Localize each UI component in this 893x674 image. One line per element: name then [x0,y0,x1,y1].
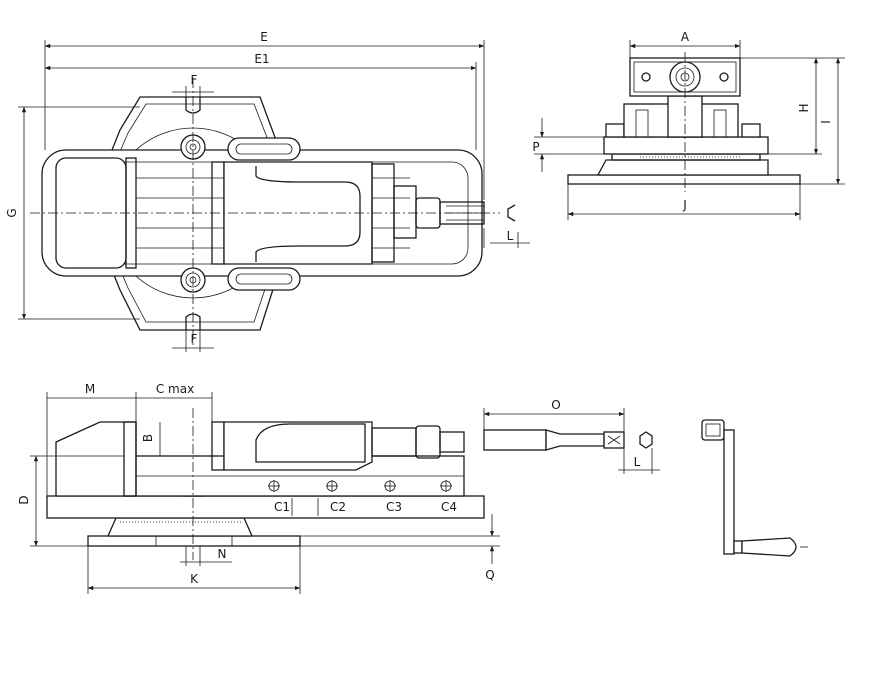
t-slot-notch-top [185,97,201,114]
top-view: E E1 F F G C L [5,30,530,352]
label-m: M [85,382,95,396]
side-swivel [106,517,254,537]
label-c4: C4 [441,500,457,514]
label-f-top: F [191,73,198,87]
crank-grip-collar [733,540,743,554]
label-e1: E1 [254,52,269,66]
label-l: L [634,455,641,469]
crank-handle [701,419,808,557]
side-main-body [46,495,485,519]
label-c3: C3 [386,500,402,514]
label-l-top: L [507,229,514,243]
clamp-slot-bottom-inner [235,273,293,285]
side-view: C1 C2 C3 C4 M C max B D Q N [17,382,500,594]
side-fixed-jaw-plate [123,421,137,497]
label-cmax: C max [156,382,194,396]
side-spindle-collar [415,425,441,459]
bolt-symbols [268,480,452,492]
label-o: O [551,398,560,412]
crank-socket [701,419,725,441]
label-g: G [5,208,19,217]
end-screw-right [719,72,729,82]
end-swivel-body [596,159,769,176]
label-n: N [218,547,227,561]
crank-socket-inner [705,423,721,437]
label-c1: C1 [274,500,290,514]
clamp-slot-bottom [227,267,301,291]
hex-symbol-c [507,204,516,222]
end-base-plate [567,174,801,185]
label-q: Q [485,568,494,582]
clamp-slot-top-inner [235,143,293,155]
end-upper-inner-right [713,109,727,138]
crank-arm [723,429,735,555]
label-c2: C2 [330,500,346,514]
label-f-bottom: F [191,332,198,346]
label-d: D [17,495,31,504]
side-spindle-end [439,431,465,453]
side-moving-jaw-cover [255,423,366,463]
label-b: B [141,434,155,442]
label-h: H [797,103,811,112]
end-screw-left [641,72,651,82]
label-p: P [532,140,539,154]
moving-jaw-body [223,161,373,265]
end-body [603,136,769,155]
label-i: I [819,120,833,124]
clamp-slot-top [227,137,301,161]
end-bolt-right [741,123,761,138]
moving-jaw-cover [255,166,361,262]
label-k: K [190,572,199,586]
end-upper-inner-left [635,109,649,138]
end-spindle-inner [675,67,695,87]
extension-bar-shaft [545,429,605,451]
label-e: E [260,30,268,44]
side-moving-jaw [223,421,373,471]
hex-symbol [639,431,653,449]
crank-grip [741,537,797,557]
end-view: A H I P J [532,30,845,220]
side-spindle-nut [371,427,417,457]
extension-bar-handle [483,429,547,451]
label-a: A [681,30,690,44]
label-j: J [682,198,687,212]
side-base-plate [87,535,301,547]
end-bolt-left [605,123,625,138]
extension-bar: O L [483,398,660,474]
extension-bar-socket-mark [607,435,621,445]
